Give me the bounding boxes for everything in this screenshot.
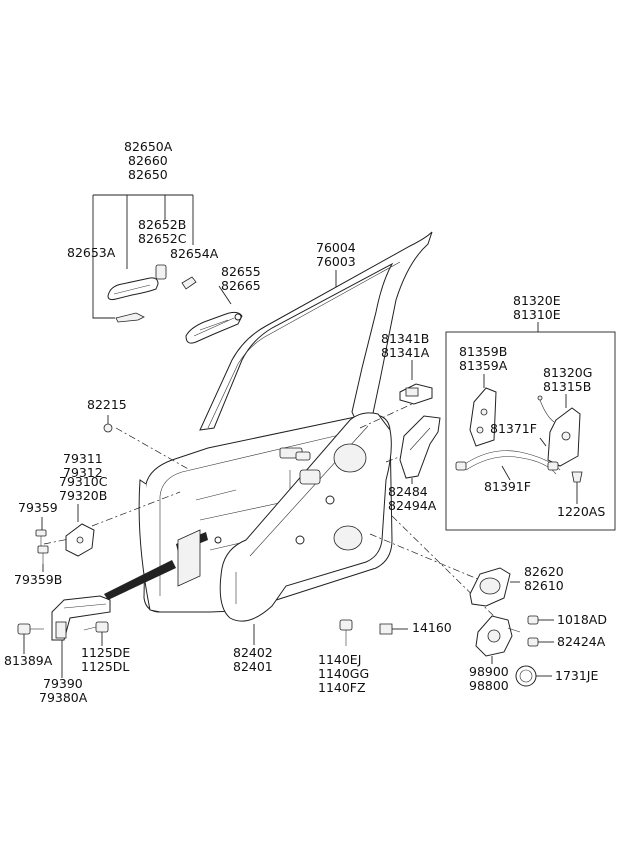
label-81371F: 81371F [490,421,537,436]
centerline-check [91,491,181,527]
bolt-79359 [35,529,47,546]
label-82655: 82655 [221,264,261,279]
centerline-striker [359,403,413,429]
bolt-81389A [17,623,44,635]
label-79311: 79311 [63,451,103,466]
handle-cap [155,264,167,280]
label-82654A: 82654A [170,246,219,261]
lock-actuator [537,395,581,467]
label-1125DE: 1125DE [81,645,130,660]
label-1731JE: 1731JE [555,668,598,683]
label-82620: 82620 [524,564,564,579]
label-1125DL: 1125DL [81,659,129,674]
label-82650: 82650 [128,167,168,182]
label-79380A: 79380A [39,690,88,705]
screw-82424A [527,637,539,647]
bracket-82484 [399,415,441,479]
label-82402: 82402 [233,645,273,660]
label-82484: 82484 [388,484,428,499]
label-81359A: 81359A [459,358,508,373]
clip-14160 [379,623,393,635]
door-check [51,595,111,641]
label-82215: 82215 [87,397,127,412]
label-82652C: 82652C [138,231,187,246]
label-76003: 76003 [316,254,356,269]
label-79359B: 79359B [14,572,62,587]
bolt-1140 [339,619,353,646]
striker-81341 [399,383,433,405]
label-79312: 79312 [63,465,103,480]
label-82660: 82660 [128,153,168,168]
bolt-79359B [37,545,49,564]
leader-82655 [218,285,232,305]
centerline-bracket [385,451,413,463]
centerline-82215 [115,427,191,471]
label-76004: 76004 [316,240,356,255]
handle-leader-lines [92,194,194,319]
label-81315B: 81315B [543,379,591,394]
handle-gasket [115,312,145,323]
label-81310E: 81310E [513,307,561,322]
inner-handle-housing [469,567,511,607]
regulator-motor [475,615,521,657]
label-82652B: 82652B [138,217,186,232]
label-14160: 14160 [412,620,452,635]
label-79359: 79359 [18,500,58,515]
clip-82215 [103,423,113,433]
label-79390: 79390 [43,676,83,691]
label-1018AD: 1018AD [557,612,607,627]
label-82665: 82665 [221,278,261,293]
module-panel-assy [219,412,392,622]
label-79310C: 79310C [59,474,108,489]
handle-group-labels: 82650A 82660 82650 [124,139,173,182]
lock-group-box [445,331,616,531]
screw-1220AS [571,471,583,483]
label-81341B: 81341B [381,331,429,346]
label-79320B: 79320B [59,488,107,503]
label-82401: 82401 [233,659,273,674]
label-81320G: 81320G [543,365,592,380]
label-81391F: 81391F [484,479,531,494]
label-98900: 98900 [469,664,509,679]
latch-81359 [469,387,497,447]
leader-81391F [501,465,511,481]
label-81389A: 81389A [4,653,53,668]
label-81320E: 81320E [513,293,561,308]
key-cylinder-cover [181,276,197,290]
label-82494A: 82494A [388,498,437,513]
label-1140FZ: 1140FZ [318,680,366,695]
label-1140GG: 1140GG [318,666,369,681]
label-82424A: 82424A [557,634,606,649]
upper-hinge [65,523,95,557]
inside-handle-assy [185,311,243,344]
grommet-1731JE [515,665,537,687]
label-82610: 82610 [524,578,564,593]
label-81341A: 81341A [381,345,430,360]
label-98800: 98800 [469,678,509,693]
cable-81371F [455,450,561,475]
label-1220AS: 1220AS [557,504,605,519]
leader-81371F [539,437,547,447]
bolt-1125 [83,621,109,633]
label-1140EJ: 1140EJ [318,652,361,667]
label-82653A: 82653A [67,245,116,260]
label-82650A: 82650A [124,139,173,154]
label-81359B: 81359B [459,344,507,359]
centerline-inner-handle [369,533,481,581]
outside-handle [107,264,197,323]
screw-1018AD [527,615,539,625]
